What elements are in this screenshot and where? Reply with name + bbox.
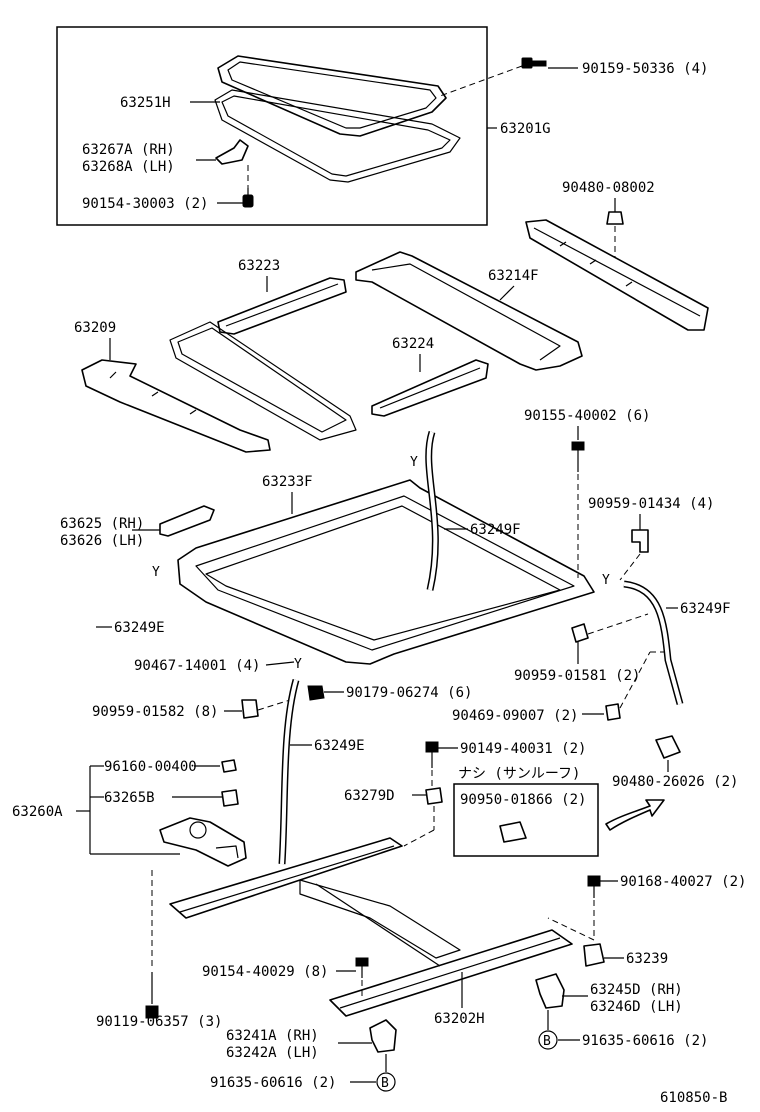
label-63224: 63224 bbox=[392, 336, 434, 352]
sunroof-motor-63260a bbox=[159, 817, 247, 867]
ref-b-circle-right: B bbox=[538, 1030, 558, 1050]
deflector-panel bbox=[525, 219, 709, 331]
grommet-90480-26026-icon bbox=[655, 735, 681, 759]
label-63268a: 63268A (LH) bbox=[82, 159, 175, 175]
hose-clip-icon: Y bbox=[152, 565, 160, 580]
glass-assembly-box bbox=[56, 26, 488, 226]
label-90168-40027: 90168-40027 (2) bbox=[620, 874, 746, 890]
glass-weatherstrip bbox=[214, 89, 461, 183]
clip-90467-14001-icon: Y bbox=[294, 657, 302, 672]
label-90959-01581: 90959-01581 (2) bbox=[514, 668, 640, 684]
label-90159-50336: 90159-50336 (4) bbox=[582, 61, 708, 77]
label-63201g: 63201G bbox=[500, 121, 551, 137]
rear-frame-63214f bbox=[355, 251, 583, 371]
label-63625: 63625 (RH) bbox=[60, 516, 144, 532]
screw-90168-40027-icon bbox=[587, 875, 601, 898]
nut-90179-06274-icon bbox=[307, 685, 325, 701]
label-63626: 63626 (LH) bbox=[60, 533, 144, 549]
label-63251h: 63251H bbox=[120, 95, 171, 111]
no-sunroof-box bbox=[453, 783, 599, 857]
washer-96160-00400-icon bbox=[221, 759, 237, 773]
label-90480-26026: 90480-26026 (2) bbox=[612, 774, 738, 790]
label-63241a: 63241A (RH) bbox=[226, 1028, 319, 1044]
ref-b-circle-left: B bbox=[376, 1072, 396, 1092]
label-91635-60616-right: 91635-60616 (2) bbox=[582, 1033, 708, 1049]
bracket-63625 bbox=[159, 505, 215, 537]
sunroof-glass-panel bbox=[217, 55, 447, 137]
drain-hose-rear-right bbox=[623, 580, 684, 705]
label-63246d: 63246D (LH) bbox=[590, 999, 683, 1015]
svg-text:Y: Y bbox=[152, 565, 160, 580]
bracket-63239-icon bbox=[583, 943, 605, 967]
grommet-63279d-icon bbox=[425, 787, 443, 805]
label-63214f: 63214F bbox=[488, 268, 539, 284]
label-63249e-left: 63249E bbox=[114, 620, 165, 636]
hose-clip-rear-icon: Y bbox=[602, 573, 610, 588]
label-63209: 63209 bbox=[74, 320, 116, 336]
drain-hose-rear-left bbox=[278, 679, 300, 865]
front-frame-63209 bbox=[81, 359, 271, 453]
clamp-90959-01434-icon bbox=[631, 529, 649, 553]
guide-63245d-icon bbox=[535, 973, 565, 1009]
screw-90155-40002-icon bbox=[571, 441, 585, 472]
plug-90950-01866-icon bbox=[499, 821, 527, 843]
clip-90480-08002-icon bbox=[606, 211, 624, 225]
label-63239: 63239 bbox=[626, 951, 668, 967]
label-90959-01582: 90959-01582 (8) bbox=[92, 704, 218, 720]
label-90154-30003: 90154-30003 (2) bbox=[82, 196, 208, 212]
label-63245d: 63245D (RH) bbox=[590, 982, 683, 998]
label-63249e-center: 63249E bbox=[314, 738, 365, 754]
label-90480-08002: 90480-08002 bbox=[562, 180, 655, 196]
glass-bracket bbox=[215, 139, 249, 165]
label-90179-06274: 90179-06274 (6) bbox=[346, 685, 472, 701]
label-63223: 63223 bbox=[238, 258, 280, 274]
svg-text:B: B bbox=[543, 1034, 551, 1049]
label-63233f: 63233F bbox=[262, 474, 313, 490]
label-63249f-right: 63249F bbox=[680, 601, 731, 617]
sunroof-housing-63233f bbox=[177, 479, 595, 665]
gear-63265b-icon bbox=[221, 789, 239, 807]
note-no-sunroof: ナシ (サンルーフ) bbox=[458, 766, 580, 782]
label-63249f-center: 63249F bbox=[470, 522, 521, 538]
label-91635-60616-left: 91635-60616 (2) bbox=[210, 1075, 336, 1091]
screw-90154-40029-icon bbox=[355, 957, 369, 978]
label-90149-40031: 90149-40031 (2) bbox=[460, 741, 586, 757]
label-90959-01434: 90959-01434 (4) bbox=[588, 496, 714, 512]
label-63279d: 63279D bbox=[344, 788, 395, 804]
label-90469-09007: 90469-09007 (2) bbox=[452, 708, 578, 724]
label-90154-40029: 90154-40029 (8) bbox=[202, 964, 328, 980]
drain-hose-front-right bbox=[425, 430, 439, 591]
drain-hose-front-left bbox=[73, 567, 151, 727]
label-63242a: 63242A (LH) bbox=[226, 1045, 319, 1061]
drain-frame-loop bbox=[169, 321, 357, 441]
label-90155-40002: 90155-40002 (6) bbox=[524, 408, 650, 424]
label-90119-06357: 90119-06357 (3) bbox=[96, 1014, 222, 1030]
screw-90154-30003-icon bbox=[242, 188, 254, 208]
label-96160-00400: 96160-00400 bbox=[104, 759, 197, 775]
bolt-90119-06357-icon bbox=[145, 972, 159, 1019]
diagram-id: 610850-B bbox=[660, 1090, 727, 1106]
side-rail-63223 bbox=[217, 277, 347, 335]
label-63202h: 63202H bbox=[434, 1011, 485, 1027]
label-63265b: 63265B bbox=[104, 790, 155, 806]
label-63267a: 63267A (RH) bbox=[82, 142, 175, 158]
drain-channel-63202h bbox=[169, 837, 573, 1017]
side-rail-63224 bbox=[371, 359, 489, 417]
screw-90149-40031-icon bbox=[425, 741, 439, 768]
guide-63241a-icon bbox=[369, 1019, 397, 1053]
clip-90469-09007-icon bbox=[605, 703, 621, 721]
label-63260a: 63260A bbox=[12, 804, 63, 820]
label-90467-14001: 90467-14001 (4) bbox=[134, 658, 260, 674]
clamp-90959-01581-icon bbox=[571, 623, 589, 643]
arrow-icon bbox=[605, 799, 665, 831]
bolt-90159-50336-icon bbox=[521, 57, 547, 69]
svg-text:B: B bbox=[381, 1076, 389, 1091]
label-90950-01866: 90950-01866 (2) bbox=[460, 792, 586, 808]
hose-clip-top-icon: Y bbox=[410, 455, 418, 470]
clamp-90959-01582-icon bbox=[241, 699, 259, 719]
